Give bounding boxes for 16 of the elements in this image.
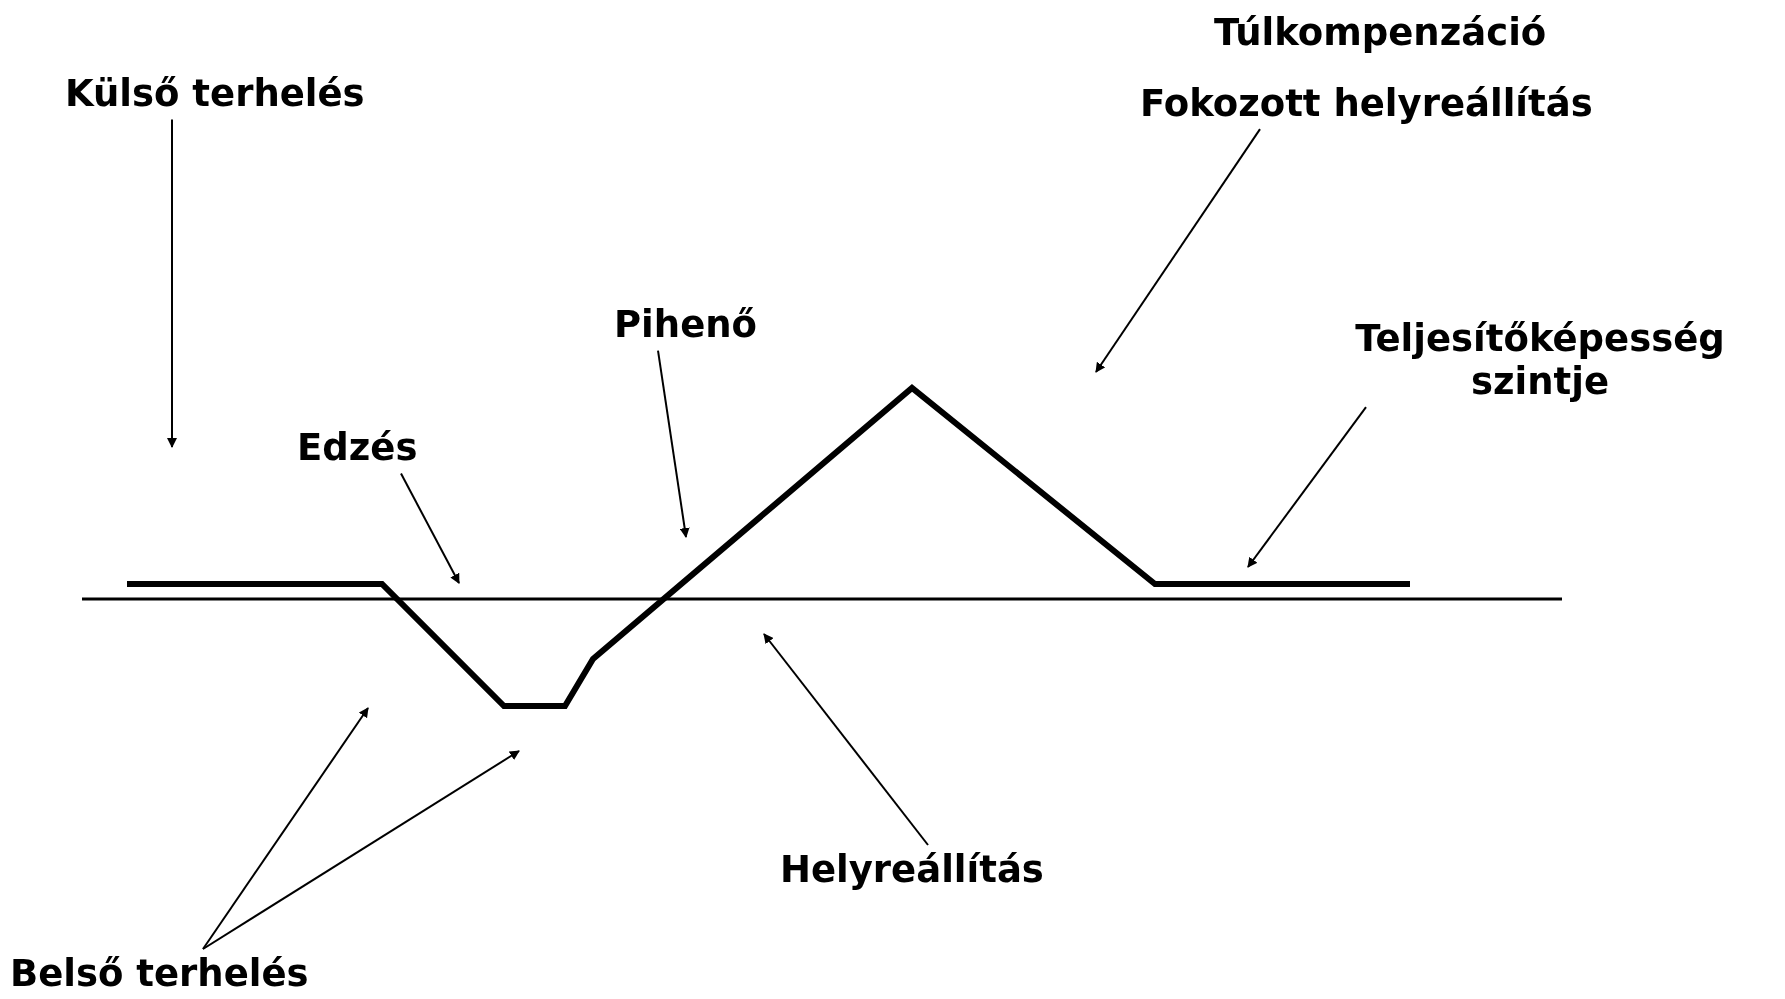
- label-text: Teljesítőképesség szintje: [1354, 318, 1726, 404]
- label-text: Belső terhelés: [10, 953, 309, 996]
- leader-arrow: [400, 472, 460, 584]
- label-text: Edzés: [297, 427, 418, 470]
- leader-arrow: [202, 750, 520, 950]
- leader-arrow: [1247, 406, 1367, 568]
- leader-arrow: [202, 707, 369, 950]
- label-text: Fokozott helyreállítás: [1140, 82, 1594, 126]
- leader-arrow: [763, 633, 929, 846]
- label-text: Túlkompenzáció: [1213, 12, 1548, 55]
- label-text: Helyreállítás: [780, 849, 1044, 892]
- label-text: Pihenő: [614, 304, 757, 347]
- leader-arrow: [167, 118, 177, 448]
- leader-arrow: [1095, 128, 1261, 373]
- leader-arrow: [657, 349, 690, 538]
- label-text: Külső terhelés: [65, 73, 365, 116]
